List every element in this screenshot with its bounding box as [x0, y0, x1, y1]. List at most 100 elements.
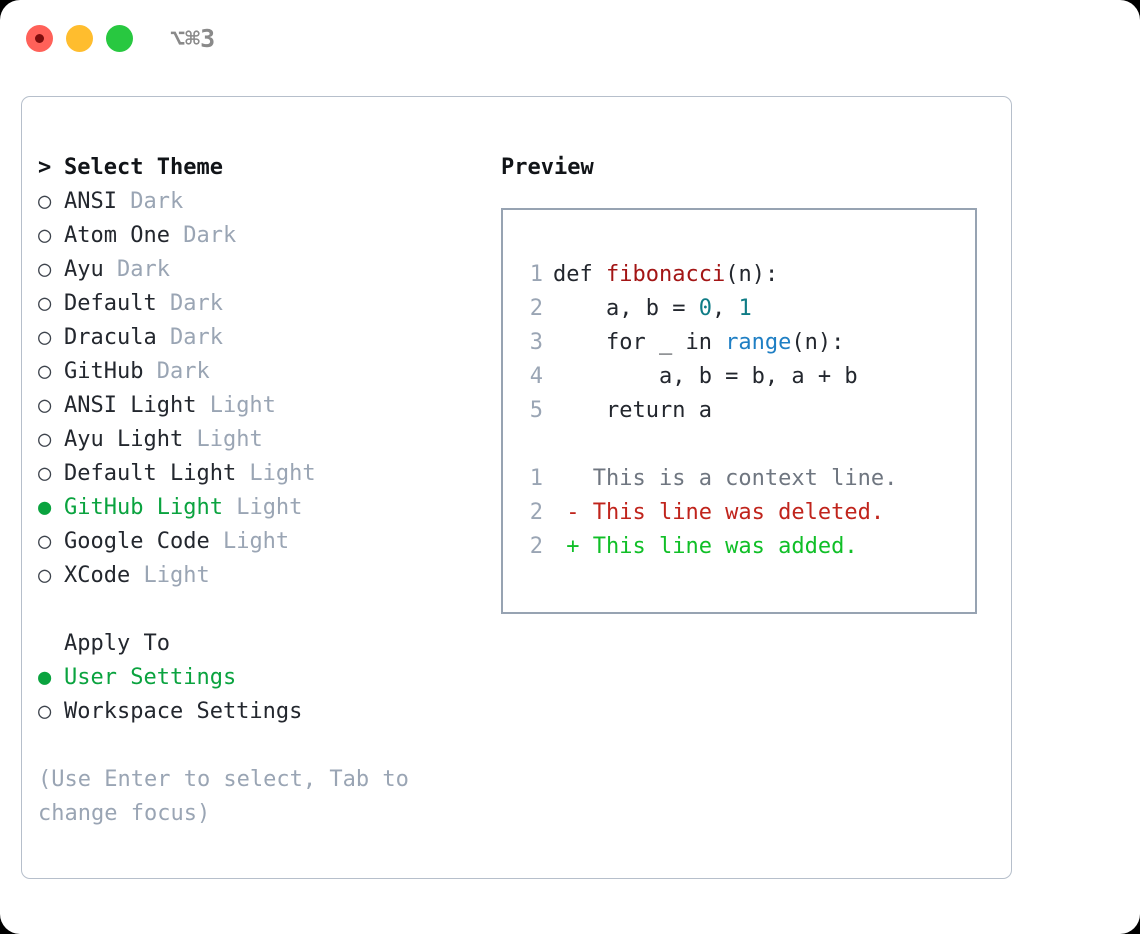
radio-unselected-icon: ○ [38, 223, 52, 248]
line-number: 2 [529, 534, 543, 559]
theme-list-item[interactable]: ○ ANSI Dark [38, 185, 488, 219]
radio-selected-icon: ● [38, 665, 52, 690]
theme-variant-badge: Light [130, 563, 210, 588]
apply-to-option-label: User Settings [64, 665, 237, 690]
theme-variant-badge: Light [183, 427, 263, 452]
close-button[interactable] [26, 25, 53, 52]
code-token: def [553, 262, 606, 287]
theme-list-item[interactable]: ○ Ayu Dark [38, 253, 488, 287]
code-line: 1 def fibonacci(n): [519, 258, 897, 292]
line-number: 1 [529, 262, 543, 287]
theme-variant-badge: Light [222, 495, 303, 520]
radio-unselected-icon: ○ [38, 529, 52, 554]
radio-unselected-icon: ○ [38, 393, 52, 418]
theme-list-item[interactable]: ○ANSI Light Light [38, 389, 488, 423]
radio-unselected-icon: ○ [38, 359, 52, 384]
theme-name: GitHub Light [64, 495, 223, 520]
code-token: a, b = b, a + b [553, 364, 858, 389]
theme-list-item[interactable]: ○ Default Dark [38, 287, 488, 321]
theme-variant-badge: Dark [169, 223, 237, 248]
dialog-card: >Select Theme ○ANSI Dark○Atom One Dark○A… [21, 96, 1012, 879]
maximize-button[interactable] [106, 25, 133, 52]
radio-unselected-icon: ○ [38, 563, 52, 588]
theme-name: XCode [64, 563, 131, 588]
radio-unselected-icon: ○ [38, 257, 52, 282]
code-token: fibonacci [605, 262, 726, 287]
code-token: (n): [725, 262, 779, 287]
diff-text: This is a context line. [553, 466, 898, 491]
code-diff-separator [519, 428, 897, 462]
theme-name: ANSI [64, 189, 117, 214]
diff-line: 1 This is a context line. [519, 462, 898, 496]
code-token: 0 [698, 296, 712, 321]
theme-list-item[interactable]: ● GitHub Light Light [38, 491, 488, 525]
panel-title-select-theme: > Select Theme [38, 151, 488, 185]
theme-variant-badge: Light [196, 393, 276, 418]
panel-spacer [38, 593, 488, 627]
theme-list-item[interactable]: ○ Google Code Light [38, 525, 488, 559]
minimize-button[interactable] [66, 25, 93, 52]
line-number: 3 [529, 330, 543, 355]
code-line: 2 a, b = 0, 1 [519, 292, 897, 326]
code-line: 4 a, b = b, a + b [519, 360, 897, 394]
apply-to-item[interactable]: ○ Workspace Settings [38, 695, 488, 729]
panel-title-apply-to: Apply To [38, 627, 488, 661]
theme-list-item[interactable]: ○ XCode Light [38, 559, 488, 593]
theme-variant-badge: Dark [116, 189, 184, 214]
theme-name: Ayu [64, 257, 104, 282]
radio-unselected-icon: ○ [38, 427, 52, 452]
apply-to-item[interactable]: ● User Settings [38, 661, 488, 695]
diff-line: 2 - This line was deleted. [519, 496, 897, 530]
page-title: Select Theme [64, 155, 223, 180]
theme-variant-badge: Dark [143, 359, 210, 384]
diff-text: - This line was deleted. [553, 500, 885, 525]
radio-unselected-icon: ○ [38, 291, 52, 316]
code-token: 1 [738, 296, 752, 321]
theme-list-item[interactable]: ○Atom One Dark [38, 219, 488, 253]
radio-unselected-icon: ○ [38, 461, 52, 486]
code-line: 5 return a [519, 394, 897, 428]
apply-to-label: Apply To [64, 631, 170, 656]
theme-variant-badge: Light [236, 461, 316, 486]
code-line: 3 for _ in range(n): [519, 326, 897, 360]
line-number: 4 [529, 364, 543, 389]
theme-name: Ayu Light [64, 427, 184, 452]
apply-to-marker [38, 627, 64, 661]
title-bar: ⌥⌘3 [0, 0, 1140, 78]
radio-unselected-icon: ○ [38, 189, 52, 214]
theme-list-item[interactable]: ○ GitHub Dark [38, 355, 488, 389]
apply-to-list: ● User Settings ○ Workspace Settings [38, 661, 488, 729]
radio-selected-icon: ● [38, 495, 52, 520]
code-token: range [725, 330, 792, 355]
theme-name: Google Code [64, 529, 210, 554]
theme-selector-panel: >Select Theme ○ANSI Dark○Atom One Dark○A… [38, 151, 488, 831]
radio-unselected-icon: ○ [38, 325, 52, 350]
theme-list: ○ANSI Dark○Atom One Dark○Ayu Dark○Defaul… [38, 185, 488, 593]
theme-name: Default [64, 291, 157, 316]
window-controls [26, 25, 133, 52]
preview-title: Preview [501, 155, 594, 180]
theme-variant-badge: Dark [103, 257, 170, 282]
diff-text: + This line was added. [553, 534, 858, 559]
keyboard-shortcut-label: ⌥⌘3 [170, 24, 216, 53]
code-token: a, b = [553, 296, 699, 321]
theme-list-item[interactable]: ○ Ayu Light Light [38, 423, 488, 457]
line-number: 2 [529, 500, 543, 525]
line-number: 5 [529, 398, 543, 423]
theme-variant-badge: Light [209, 529, 290, 554]
code-token: return a [553, 398, 712, 423]
code-token: (n): [791, 330, 845, 355]
apply-to-option-label: Workspace Settings [64, 699, 303, 724]
theme-list-item[interactable]: ○Default Light Light [38, 457, 488, 491]
theme-variant-badge: Dark [156, 291, 223, 316]
theme-list-item[interactable]: ○Dracula Dark [38, 321, 488, 355]
radio-unselected-icon: ○ [38, 699, 52, 724]
theme-name: GitHub [64, 359, 144, 384]
line-number: 1 [529, 466, 543, 491]
prompt-marker: > [38, 155, 52, 180]
theme-variant-badge: Dark [156, 325, 223, 350]
